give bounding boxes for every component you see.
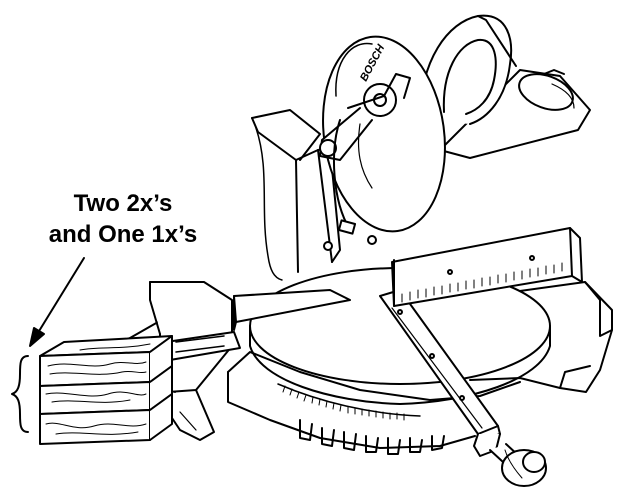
saw-handle — [419, 14, 517, 125]
miter-lock-knob — [473, 433, 547, 487]
saw-column — [251, 109, 341, 281]
bevel-lock — [323, 219, 377, 251]
board-stack-brace — [11, 355, 29, 433]
base-slots — [299, 419, 445, 455]
callout-line-1: Two 2x’s — [73, 190, 173, 217]
miter-scale-left — [277, 383, 421, 421]
blade-guard — [319, 35, 446, 233]
motor-housing — [439, 69, 591, 159]
callout-line-2: and One 1x’s — [48, 221, 198, 248]
stacked-boards — [39, 335, 173, 445]
fence-left — [233, 289, 351, 331]
fence-right — [391, 227, 583, 307]
board-stack-callout: Two 2x’s and One 1x’s — [18, 188, 228, 250]
callout-arrow — [29, 257, 85, 347]
